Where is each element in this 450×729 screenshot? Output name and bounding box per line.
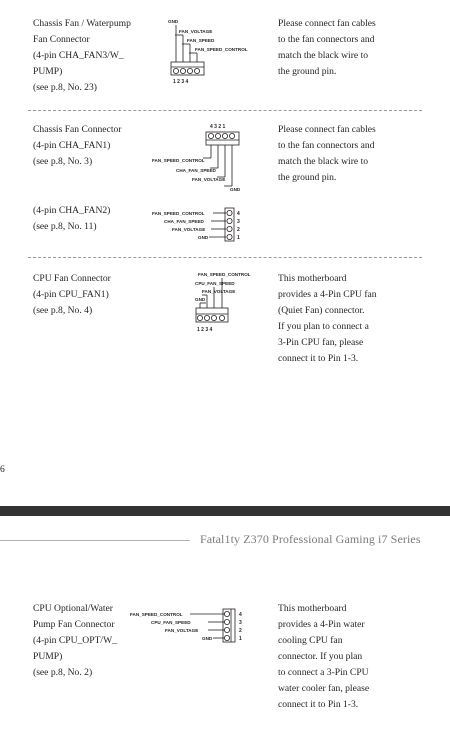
pin-label-speed: CHA_FAN_SPEED	[164, 219, 205, 224]
section-desc: match the black wire to	[278, 50, 369, 61]
connector-diagram: FAN_SPEED_CONTROL CPU_FAN_SPEED FAN_VOLT…	[130, 608, 242, 643]
section-desc: cooling CPU fan	[278, 635, 343, 646]
pin-number: 3	[237, 219, 240, 225]
section-line: (see p.8, No. 4)	[33, 305, 93, 316]
section-line: (4-pin CHA_FAN1)	[33, 140, 111, 151]
pin-label-speed: CPU_FAN_SPEED	[195, 281, 235, 286]
pin-number: 4	[239, 612, 242, 618]
section-desc: If you plan to connect a	[278, 321, 369, 332]
pin-label-speed: FAN_SPEED	[187, 38, 215, 43]
section-desc: to the fan connectors and	[278, 140, 375, 151]
section-divider	[28, 257, 422, 258]
section-desc: 3-Pin CPU fan, please	[278, 337, 364, 348]
pin-number: 2	[239, 628, 242, 634]
section-line: PUMP)	[33, 66, 63, 77]
section-line: Fan Connector	[33, 34, 90, 45]
pin-label-gnd: GND	[168, 19, 179, 24]
section-desc: match the black wire to	[278, 156, 369, 167]
section-desc: Please connect fan cables	[278, 124, 376, 135]
pin-label-speed: CPU_FAN_SPEED	[151, 620, 191, 625]
section-desc: provides a 4-Pin CPU fan	[278, 289, 377, 300]
pin-number: 2	[237, 227, 240, 233]
section-desc: This motherboard	[278, 603, 347, 614]
pin-label-control: FAN_SPEED_CONTROL	[152, 211, 205, 216]
connector-diagram: FAN_SPEED_CONTROL CPU_FAN_SPEED FAN_VOLT…	[195, 272, 251, 333]
section-line: (4-pin CHA_FAN3/W_	[33, 50, 124, 61]
section-line: Pump Fan Connector	[33, 619, 115, 630]
pin-label-control: FAN_SPEED_CONTROL	[152, 158, 205, 163]
pin-label-control: FAN_SPEED_CONTROL	[195, 47, 248, 52]
pin-label-gnd: GND	[198, 235, 209, 240]
section-desc: This motherboard	[278, 273, 347, 284]
section-title: CPU Fan Connector	[33, 273, 111, 284]
section-desc: provides a 4-Pin water	[278, 619, 365, 630]
pin-label-gnd: GND	[195, 297, 206, 302]
section-desc: connector. If you plan	[278, 651, 363, 662]
section-desc: connect it to Pin 1-3.	[278, 699, 359, 710]
connector-diagram: GND FAN_VOLTAGE FAN_SPEED FAN_SPEED_CONT…	[168, 19, 248, 85]
section-desc: to connect a 3-Pin CPU	[278, 667, 369, 678]
header-rule	[0, 540, 190, 541]
pin-number: 3	[239, 620, 242, 626]
pin-label-voltage: FAN_VOLTAGE	[192, 177, 225, 182]
section-title: Chassis Fan / Waterpump	[33, 18, 131, 29]
section-line: (see p.8, No. 23)	[33, 82, 97, 93]
section-line: (4-pin CPU_FAN1)	[33, 289, 109, 300]
pin-number: 1	[237, 235, 240, 241]
section-desc: the ground pin.	[278, 66, 337, 77]
pin-numbers: 1 2 3 4	[173, 79, 189, 85]
pin-label-voltage: FAN_VOLTAGE	[202, 289, 235, 294]
section-desc: connect it to Pin 1-3.	[278, 353, 359, 364]
pin-label-control: FAN_SPEED_CONTROL	[130, 612, 183, 617]
section-line: (see p.8, No. 11)	[33, 221, 97, 232]
pin-label-control: FAN_SPEED_CONTROL	[198, 272, 251, 277]
pin-label-voltage: FAN_VOLTAGE	[179, 29, 212, 34]
pin-number: 4	[237, 211, 240, 217]
series-title: Fatal1ty Z370 Professional Gaming i7 Ser…	[200, 532, 421, 546]
section-desc: water cooler fan, please	[278, 683, 370, 694]
pin-label-voltage: FAN_VOLTAGE	[172, 227, 205, 232]
pin-label-gnd: GND	[202, 636, 213, 641]
page-break-band	[0, 506, 450, 516]
connector-diagram: FAN_SPEED_CONTROL CHA_FAN_SPEED FAN_VOLT…	[152, 207, 240, 242]
section-desc: Please connect fan cables	[278, 18, 376, 29]
section-desc: to the fan connectors and	[278, 34, 375, 45]
pin-label-gnd: GND	[230, 187, 241, 192]
pin-label-speed: CHA_FAN_SPEED	[176, 168, 217, 173]
section-line: (4-pin CHA_FAN2)	[33, 205, 111, 216]
pin-number: 1	[239, 636, 242, 642]
section-desc: (Quiet Fan) connector.	[278, 305, 365, 316]
section-title: Chassis Fan Connector	[33, 124, 122, 135]
pin-label-voltage: FAN_VOLTAGE	[165, 628, 198, 633]
section-divider	[28, 110, 422, 111]
section-line: PUMP)	[33, 651, 63, 662]
section-desc: the ground pin.	[278, 172, 337, 183]
pin-numbers: 1 2 3 4	[197, 327, 213, 333]
section-title: CPU Optional/Water	[33, 603, 113, 614]
section-line: (4-pin CPU_OPT/W_	[33, 635, 117, 646]
section-line: (see p.8, No. 2)	[33, 667, 93, 678]
connector-diagram: 4 3 2 1 FAN_SPEED_CONTROL CHA_FAN_SPEED …	[152, 124, 241, 192]
pin-numbers: 4 3 2 1	[210, 124, 226, 130]
section-line: (see p.8, No. 3)	[33, 156, 93, 167]
page-number: 6	[0, 464, 5, 475]
